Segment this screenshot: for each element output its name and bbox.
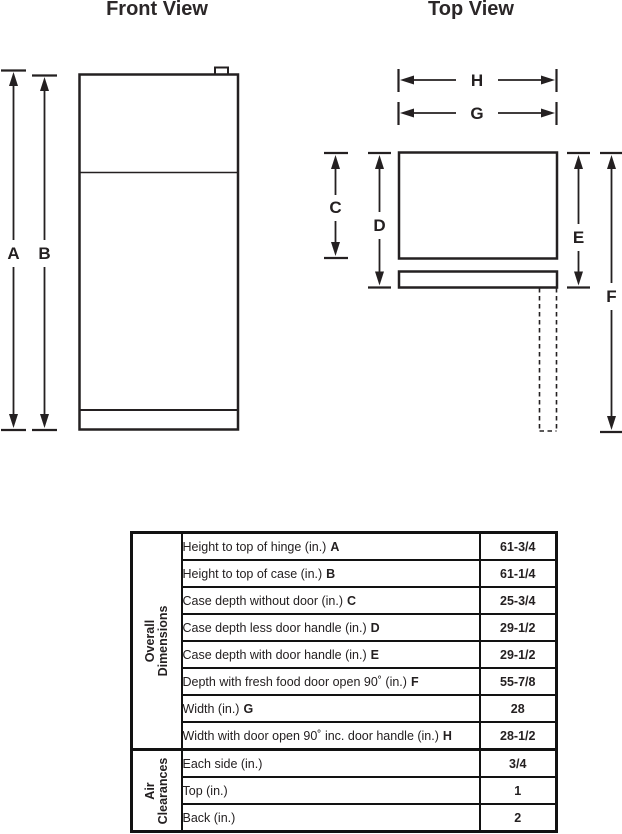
spec-label-cell: Case depth without door (in.)C: [180, 586, 481, 615]
group-label-air-clearances: Air Clearances: [130, 748, 183, 833]
spec-value-cell: 55-7/8: [478, 667, 558, 696]
case-outline: [397, 151, 559, 260]
dim-label-c: C: [329, 198, 341, 217]
spec-row: Case depth less door handle (in.)D 29-1/…: [132, 613, 558, 642]
spec-row: Depth with fresh food door open 90˚ (in.…: [132, 667, 558, 696]
spec-row: Case depth without door (in.)C 25-3/4: [132, 586, 558, 615]
dim-b-up-arrowhead: [40, 77, 49, 91]
dim-arrow-c: C: [324, 151, 348, 260]
spec-table-container: Overall Dimensions Height to top of hing…: [130, 531, 558, 833]
dim-b-down-arrowhead: [40, 414, 49, 428]
dim-arrow-e: E: [567, 151, 590, 289]
dim-label-b: B: [38, 244, 50, 263]
spec-value-cell: 2: [478, 803, 558, 833]
spec-row: Air Clearances Each side (in.) 3/4: [130, 748, 558, 833]
dim-letter-ref: A: [330, 539, 340, 554]
group-label-line: Air: [142, 781, 157, 800]
dim-h-right-arrowhead: [541, 75, 555, 85]
top-view-drawing: H G C: [324, 69, 622, 434]
spec-label-cell: Top (in.): [180, 776, 481, 805]
dim-label-d: D: [373, 216, 385, 235]
spec-value-cell: 3/4: [478, 748, 558, 778]
spec-row: Height to top of case (in.)B 61-1/4: [132, 559, 558, 588]
dim-label-e: E: [573, 228, 584, 247]
spec-label-cell: Depth with fresh food door open 90˚ (in.…: [180, 667, 481, 696]
spec-row: Back (in.) 2: [132, 803, 558, 833]
spec-value-cell: 29-1/2: [478, 640, 558, 669]
spec-label-cell: Case depth with door handle (in.)E: [180, 640, 481, 669]
dim-letter-ref: E: [370, 647, 379, 662]
dim-c-up-arrowhead: [331, 155, 340, 169]
dim-a-up-arrowhead: [9, 72, 18, 86]
spec-label-cell: Case depth less door handle (in.)D: [180, 613, 481, 642]
dimension-diagrams-canvas: A B: [1, 66, 622, 434]
open-door-dashed-outline: [538, 288, 558, 432]
group-label-line: Clearances: [155, 757, 170, 824]
spec-label-cell: Each side (in.): [180, 748, 481, 778]
spec-row: Width (in.)G 28: [132, 694, 558, 723]
spec-label-cell: Back (in.): [180, 803, 481, 833]
dim-f-up-arrowhead: [607, 155, 616, 169]
spec-value-cell: 28-1/2: [478, 721, 558, 751]
spec-row: Case depth with door handle (in.)E 29-1/…: [132, 640, 558, 669]
spec-value-cell: 28: [478, 694, 558, 723]
top-view-title: Top View: [428, 0, 514, 20]
spec-value-cell: 25-3/4: [478, 586, 558, 615]
dim-e-up-arrowhead: [574, 155, 583, 169]
front-view-title: Front View: [106, 0, 208, 20]
dim-f-down-arrowhead: [607, 416, 616, 430]
spec-label-cell: Height to top of case (in.)B: [180, 559, 481, 588]
dim-letter-ref: F: [410, 674, 419, 689]
group-label-line: Overall: [142, 619, 157, 663]
dim-arrow-h: H: [397, 69, 558, 92]
dim-arrow-f: F: [600, 151, 622, 434]
dim-letter-ref: B: [326, 566, 336, 581]
dim-a-down-arrowhead: [9, 414, 18, 428]
dim-label-h: H: [471, 71, 483, 90]
spec-value-cell: 61-3/4: [478, 531, 558, 561]
dim-g-left-arrowhead: [400, 108, 414, 118]
front-view-drawing: A B: [1, 66, 240, 432]
dim-c-down-arrowhead: [331, 242, 340, 256]
spec-row: Width with door open 90˚ inc. door handl…: [132, 721, 558, 751]
dim-arrow-a: A: [1, 69, 26, 432]
dim-d-up-arrowhead: [375, 155, 384, 169]
dim-arrow-b: B: [32, 74, 57, 432]
fridge-outline: [78, 73, 240, 431]
dim-arrow-d: D: [368, 151, 391, 289]
dim-label-a: A: [7, 244, 19, 263]
dim-label-g: G: [470, 104, 483, 123]
dim-arrow-g: G: [397, 102, 558, 125]
spec-value-cell: 1: [478, 776, 558, 805]
spec-label-cell: Height to top of hinge (in.)A: [180, 531, 481, 561]
dim-label-f: F: [606, 287, 616, 306]
dim-letter-ref: D: [370, 620, 380, 635]
group-label-line: Dimensions: [155, 605, 170, 677]
dim-letter-ref: C: [347, 593, 357, 608]
spec-row: Overall Dimensions Height to top of hing…: [130, 531, 558, 751]
door-hinge: [214, 66, 229, 76]
spec-row: Top (in.) 1: [132, 776, 558, 805]
spec-value-cell: 29-1/2: [478, 613, 558, 642]
dim-h-left-arrowhead: [400, 75, 414, 85]
spec-label-cell: Width with door open 90˚ inc. door handl…: [180, 721, 481, 751]
dim-e-down-arrowhead: [574, 271, 583, 286]
spec-label-cell: Width (in.)G: [180, 694, 481, 723]
spec-value-cell: 61-1/4: [478, 559, 558, 588]
dim-g-right-arrowhead: [541, 108, 555, 118]
dim-letter-ref: H: [442, 728, 452, 743]
dim-d-down-arrowhead: [375, 271, 384, 286]
specifications-table: Overall Dimensions Height to top of hing…: [130, 531, 558, 833]
group-label-overall-dimensions: Overall Dimensions: [130, 531, 183, 751]
dim-letter-ref: G: [243, 701, 254, 716]
closed-door-outline: [397, 270, 559, 289]
